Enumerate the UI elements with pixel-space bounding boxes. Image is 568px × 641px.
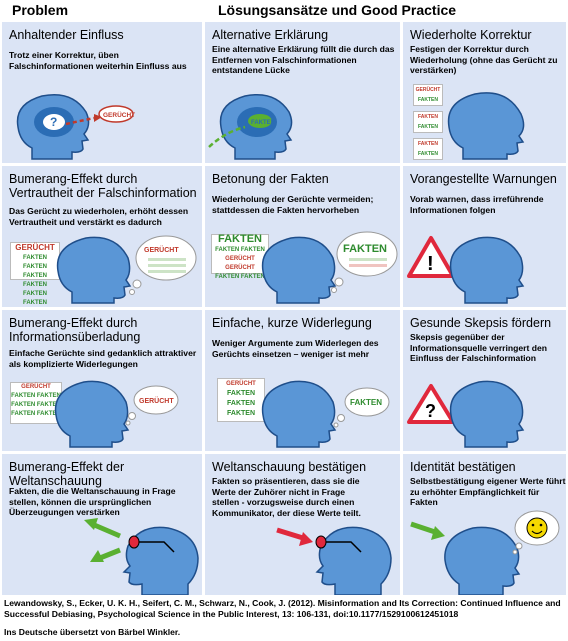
warning-icon: ! [407,236,525,304]
head-icon: FAKTEN [261,231,398,304]
cell-bumerang-vertrautheit: Bumerang-Effekt durch Vertrautheit der F… [2,166,202,307]
head-icon [410,510,560,595]
header-solutions: Lösungsansätze und Good Practice [218,2,457,18]
smiley-icon [526,517,548,539]
cell-alternative-erklaerung: Alternative Erklärung Eine alternative E… [205,22,400,163]
fact-label: FAKTEN [343,243,387,255]
cell-description: Das Gerücht zu wiederholen, erhöht desse… [9,206,189,227]
fact-label: FAKTEN [251,120,275,126]
cell-title: Identität bestätigen [410,460,516,474]
rumor-card: GERÜCHT FAKTEN FAKTEN FAKTEN FAKTEN FAKT… [10,242,60,306]
rumor-label: GERÜCHT [103,110,135,119]
cell-title: Bumerang-Effekt durch Informationsüberla… [9,316,141,344]
head-icon: FAKTEN [208,94,293,160]
head-icon: FAKTEN [261,380,390,448]
cell-title: Weltanschauung bestätigen [212,460,367,474]
exclaim-text: ! [427,253,434,275]
cell-description: Skepsis gegenüber der Informationsquelle… [410,332,548,363]
head-icon [447,92,525,160]
cell-title: Einfache, kurze Widerlegung [212,316,372,330]
cell-description: Festigen der Korrektur durch Wiederholun… [410,44,558,75]
cell-betonung-fakten: Betonung der Fakten Wiederholung der Ger… [205,166,400,307]
cell-description: Einfache Gerüchte sind gedanklich attrak… [9,348,197,369]
head-icon: GERÜCHT [56,235,197,304]
cell-description: Wiederholung der Gerüchte vermeiden; sta… [212,194,374,215]
fact-label: FAKTEN [350,398,382,407]
head-icon [276,526,392,595]
rumor-label: GERÜCHT [139,396,174,405]
cell-title: Betonung der Fakten [212,172,329,186]
cell-bumerang-weltanschauung: Bumerang-Effekt der Weltanschauung Fakte… [2,454,202,595]
head-icon: ? GERÜCHT [16,94,135,160]
cell-vorangestellte-warnungen: Vorangestellte Warnungen Vorab warnen, d… [403,166,566,307]
cell-description: Fakten, die die Weltanschauung in Frage … [9,486,176,517]
cell-description: Vorab warnen, dass irreführende Informat… [410,194,544,215]
cell-title: Bumerang-Effekt durch Vertrautheit der F… [9,172,197,200]
cell-title: Vorangestellte Warnungen [410,172,557,186]
cell-identitaet-bestaetigen: Identität bestätigen Selbstbestätigung e… [403,454,566,595]
translation-credit: Ins Deutsche übersetzt von Bärbel Winkle… [4,627,181,637]
cell-weltanschauung-bestaetigen: Weltanschauung bestätigen Fakten so präs… [205,454,400,595]
rumor-label: GERÜCHT [144,245,179,254]
cell-description: Selbstbestätigung eigener Werte führt zu… [410,476,566,507]
cell-gesunde-skepsis: Gesunde Skepsis fördern Skepsis gegenübe… [403,310,566,451]
rumor-card: GERÜCHT FAKTEN FAKTEN FAKTEN FAKTEN FAKT… [10,382,62,424]
cell-description: Fakten so präsentieren, dass sie die Wer… [212,476,361,518]
cell-title: Gesunde Skepsis fördern [410,316,552,330]
cell-wiederholte-korrektur: Wiederholte Korrektur Festigen der Korre… [403,22,566,163]
question-text: ? [425,401,436,421]
cell-title: Anhaltender Einfluss [9,28,124,42]
citation: Lewandowsky, S., Ecker, U. K. H., Seifer… [4,598,561,619]
head-icon: GERÜCHT [54,380,179,448]
cell-description: Trotz einer Korrektur, üben Falschinform… [9,50,187,71]
fact-card: GERÜCHT FAKTEN FAKTEN FAKTEN [217,378,265,422]
warning-icon: ? [407,380,525,448]
cell-title: Alternative Erklärung [212,28,329,42]
cell-bumerang-ueberladung: Bumerang-Effekt durch Informationsüberla… [2,310,202,451]
cell-einfache-widerlegung: Einfache, kurze Widerlegung Weniger Argu… [205,310,400,451]
header-problem: Problem [12,2,69,18]
head-icon [84,518,199,595]
fact-card: FAKTEN FAKTEN FAKTEN GERÜCHT GERÜCHT FAK… [211,234,269,280]
cell-description: Weniger Argumente zum Widerlegen des Ger… [212,338,379,359]
cell-description: Eine alternative Erklärung füllt die dur… [212,44,395,75]
question-text: ? [50,115,57,129]
cell-title: Bumerang-Effekt der Weltanschauung [9,460,125,488]
cell-title: Wiederholte Korrektur [410,28,532,42]
cell-anhaltender-einfluss: Anhaltender Einfluss Trotz einer Korrekt… [2,22,202,163]
